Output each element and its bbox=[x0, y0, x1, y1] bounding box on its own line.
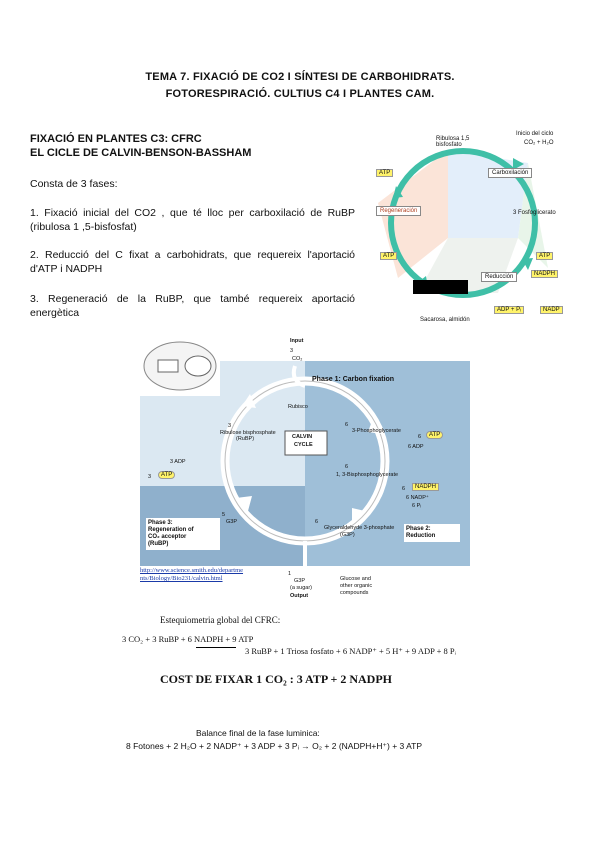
adp3-label: 3 ADP bbox=[170, 459, 186, 465]
glucose-line2: other organic bbox=[340, 583, 373, 589]
calvin-cycle-graphic bbox=[140, 336, 470, 568]
atp-badge-2: ATP bbox=[380, 252, 398, 260]
output-label: Output bbox=[290, 593, 309, 599]
glucose-label: Glucose and other organic compounds bbox=[340, 576, 372, 597]
phase-item-3: 3. Regeneració de la RuBP, que també req… bbox=[30, 293, 355, 319]
pga-name: 3-Phosphoglycerate bbox=[352, 428, 401, 434]
doc-title-line1: TEMA 7. FIXACIÓ DE CO2 I SÍNTESI DE CARB… bbox=[145, 71, 455, 83]
cycle-label: CYCLE bbox=[294, 442, 313, 448]
section-heading-1: FIXACIÓ EN PLANTES C3: CFRC bbox=[30, 133, 202, 145]
atp-badge-1: ATP bbox=[376, 169, 394, 177]
pga-count: 6 bbox=[345, 422, 349, 428]
output-g3p: G3P bbox=[294, 578, 306, 584]
source-link-line2[interactable]: nts/Biology/Bio231/calvin.html bbox=[140, 575, 223, 582]
balance-heading: Balance final de la fase luminica: bbox=[196, 728, 320, 738]
phase2-line1: Phase 2: bbox=[406, 526, 431, 532]
phase-item-1: 1. Fixació inicial del CO2 , que té lloc… bbox=[30, 207, 355, 233]
small-cycle-graphic bbox=[378, 148, 548, 298]
sacarosa-label: Sacarosa, almidón bbox=[420, 317, 470, 323]
g3p-name: Glyceraldehyde 3-phosphate bbox=[324, 525, 395, 531]
input-co2: CO₂ bbox=[292, 356, 303, 362]
phase3-line2: Regeneration of bbox=[148, 527, 194, 533]
calvin-cycle-diagram: Input 3 CO₂ Phase 1: Carbon fixation Rub… bbox=[140, 336, 470, 606]
source-link[interactable]: http://www.science.smith.edu/departme nt… bbox=[140, 567, 243, 583]
output-count: 1 bbox=[288, 571, 292, 577]
inicio-sub-label: CO₂ + H₂O bbox=[524, 140, 554, 146]
g3p-count: 6 bbox=[315, 519, 319, 525]
g3p5-label: G3P bbox=[226, 519, 238, 525]
fosfoglicerato-label: 3 Fosfoglicerato bbox=[513, 210, 556, 216]
atp3-count: 3 bbox=[148, 474, 152, 480]
nadp-badge: NADP bbox=[540, 306, 563, 314]
doc-title-line2: FOTORESPIRACIÓ. CULTIUS C4 I PLANTES CAM… bbox=[165, 88, 435, 100]
phase3-box: Phase 3: Regeneration of CO₂ acceptor (R… bbox=[146, 518, 220, 550]
atp6-count: 6 bbox=[418, 434, 422, 440]
carboxilacion-box: Carboxilación bbox=[488, 168, 533, 178]
phase-item-2: 2. Reducció del C fixat a carbohidrats, … bbox=[30, 249, 355, 275]
glucose-line3: compounds bbox=[340, 590, 369, 596]
small-cycle-diagram: Ribulosa 1,5 bisfosfato Inicio del ciclo… bbox=[368, 128, 573, 328]
nadph-badge-big: NADPH bbox=[412, 483, 440, 491]
atp-badge-3: ATP bbox=[536, 252, 554, 260]
pi6-label: 6 Pᵢ bbox=[412, 503, 422, 509]
glucose-line1: Glucose and bbox=[340, 576, 371, 582]
g3p5-count: 5 bbox=[222, 512, 226, 518]
phase2-box: Phase 2: Reduction bbox=[404, 524, 460, 542]
stoich-line1: 3 CO₂ + 3 RuBP + 6 NADPH + 9 ATP bbox=[122, 634, 254, 644]
intro-text: Consta de 3 fases: bbox=[30, 178, 118, 190]
phase2-line2: Reduction bbox=[406, 533, 436, 539]
redaction-block bbox=[413, 280, 468, 294]
source-link-line1[interactable]: http://www.science.smith.edu/departme bbox=[140, 567, 244, 574]
stoich-heading: Estequiometria global del CFRC: bbox=[160, 615, 281, 625]
rubisco-label: Rubisco bbox=[288, 404, 308, 410]
nadph6-count: 6 bbox=[402, 486, 406, 492]
adp-pi-badge: ADP + Pᵢ bbox=[494, 306, 525, 314]
phase3-line3: CO₂ acceptor bbox=[148, 534, 187, 540]
reduccion-box: Reducción bbox=[481, 272, 518, 282]
atp3-badge: ATP bbox=[158, 471, 176, 479]
adp6-label: 6 ADP bbox=[408, 444, 424, 450]
input-label: Input bbox=[290, 338, 304, 344]
section-heading-2: EL CICLE DE CALVIN-BENSON-BASSHAM bbox=[30, 147, 252, 159]
nadp6-label: 6 NADP⁺ bbox=[406, 495, 429, 501]
balance-equation: 8 Fotones + 2 H₂O + 2 NADP⁺ + 3 ADP + 3 … bbox=[126, 741, 423, 751]
output-sugar: (a sugar) bbox=[290, 585, 313, 591]
regeneracion-box: Regeneración bbox=[376, 206, 422, 216]
input-count: 3 bbox=[290, 348, 294, 354]
atp6-badge: ATP bbox=[426, 431, 444, 439]
bpg-name: 1, 3-Bisphosphoglycerate bbox=[336, 472, 399, 478]
nadph-badge: NADPH bbox=[531, 270, 559, 278]
g3p-abbr: (G3P) bbox=[340, 532, 355, 538]
cost-line: COST DE FIXAR 1 CO₂ : 3 ATP + 2 NADPH bbox=[160, 672, 393, 686]
calvin-label: CALVIN bbox=[292, 434, 313, 440]
phase3-line4: (RuBP) bbox=[148, 541, 169, 547]
bpg-count: 6 bbox=[345, 464, 349, 470]
stoich-arrow bbox=[196, 647, 236, 648]
inicio-label: Inicio del ciclo bbox=[516, 131, 554, 137]
phase3-line1: Phase 3: bbox=[148, 520, 173, 526]
ribulosa-label: Ribulosa 1,5 bisfosfato bbox=[436, 136, 470, 148]
phase1-label: Phase 1: Carbon fixation bbox=[312, 376, 395, 383]
rubp-count: 3 bbox=[228, 423, 232, 429]
rubp-name: Ribulose bisphosphate bbox=[220, 430, 276, 436]
rubp-abbr: (RuBP) bbox=[236, 436, 255, 442]
stoich-line2: 3 RuBP + 1 Triosa fosfato + 6 NADP⁺ + 5 … bbox=[245, 646, 457, 656]
